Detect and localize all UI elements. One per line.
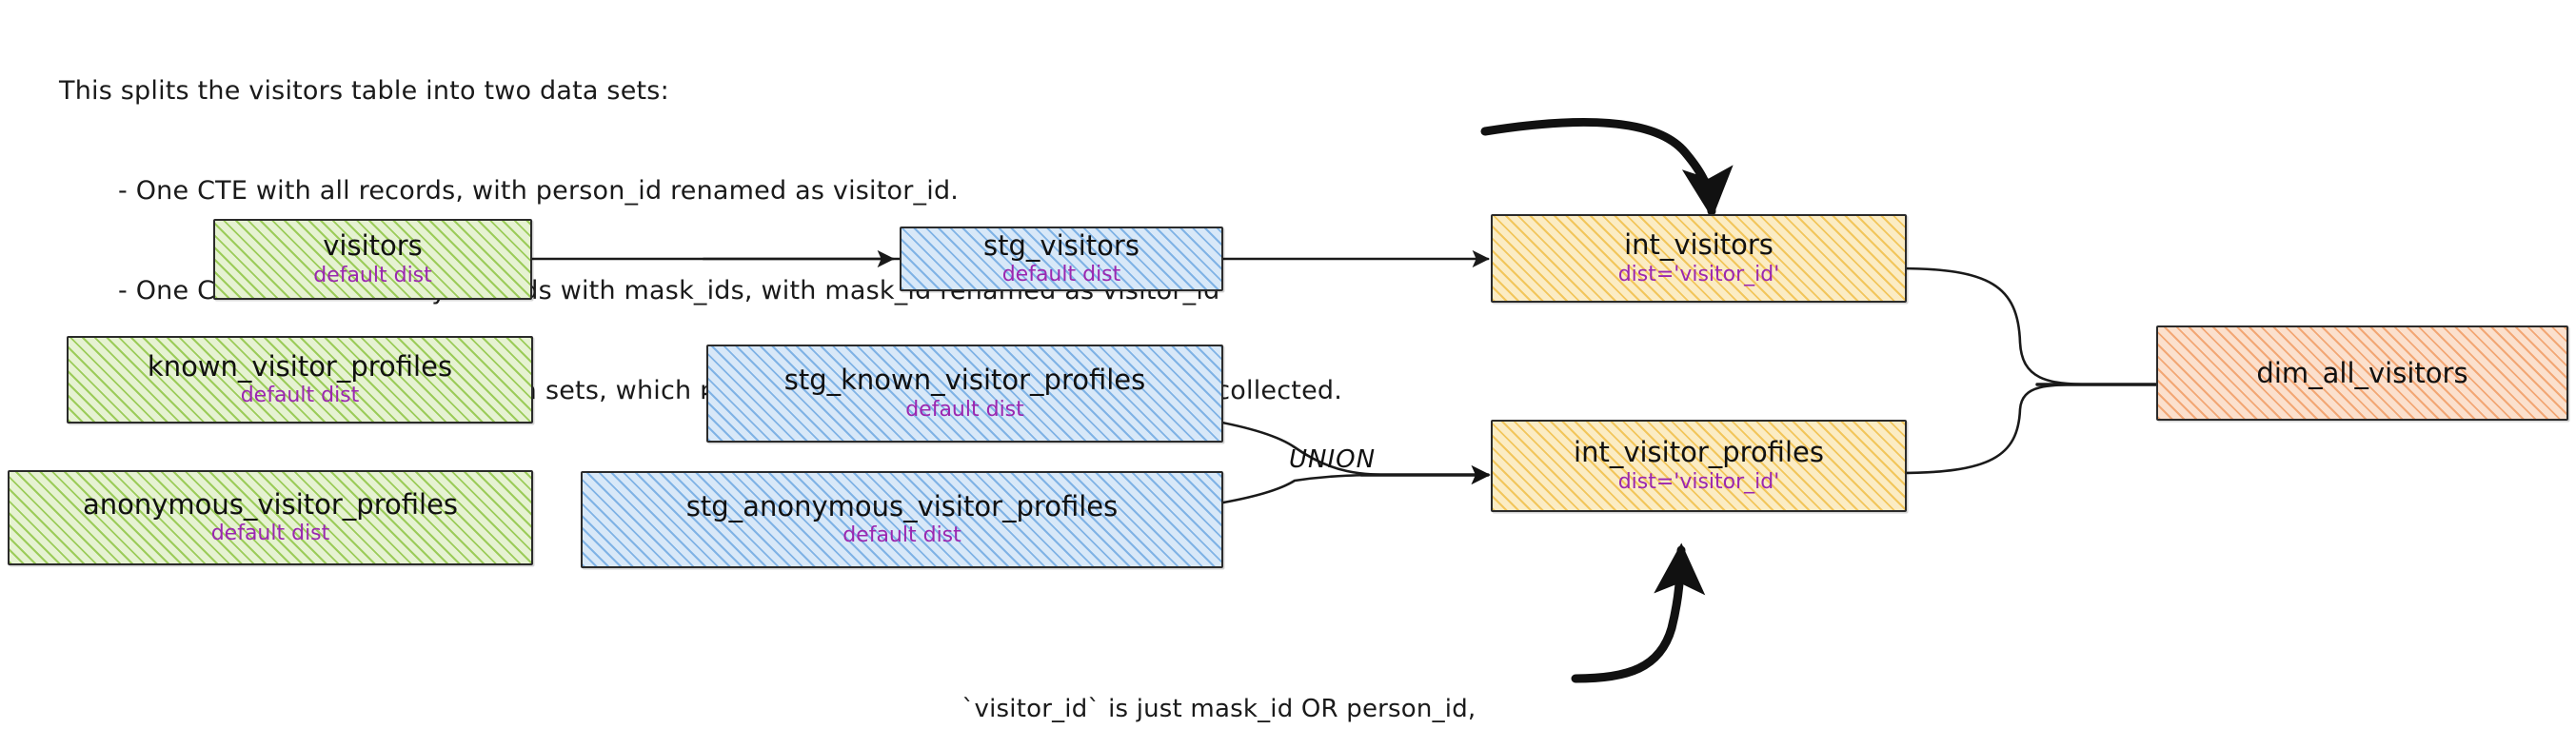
node-known-visitor-profiles-subtitle: default dist [240, 384, 360, 408]
node-stg-visitors[interactable]: stg_visitors default dist [900, 227, 1223, 291]
node-known-visitor-profiles-title: known_visitor_profiles [147, 349, 453, 383]
node-stg-known-visitor-profiles-title: stg_known_visitor_profiles [783, 364, 1146, 397]
node-visitors-subtitle: default dist [313, 263, 432, 287]
node-anonymous-visitor-profiles[interactable]: anonymous_visitor_profiles default dist [8, 470, 533, 565]
node-int-visitor-profiles-title: int_visitor_profiles [1574, 436, 1824, 469]
node-stg-anonymous-visitor-profiles-title: stg_anonymous_visitor_profiles [685, 489, 1119, 522]
edge-int-visitor-profiles-to-dim [1896, 383, 2092, 475]
intro-line-2: - One CTE with all records, with person_… [118, 176, 960, 206]
node-int-visitors[interactable]: int_visitors dist='visitor_id' [1491, 214, 1907, 303]
edge-int-visitors-to-dim [1896, 266, 2092, 386]
node-anonymous-visitor-profiles-subtitle: default dist [210, 522, 330, 546]
node-anonymous-visitor-profiles-title: anonymous_visitor_profiles [82, 487, 459, 521]
annotation-arrow-to-int-visitor-profiles [1571, 542, 1706, 683]
node-stg-anonymous-visitor-profiles-subtitle: default dist [842, 523, 961, 548]
node-dim-all-visitors-title: dim_all_visitors [2256, 356, 2468, 389]
intro-line-1: This splits the visitors table into two … [59, 76, 669, 106]
node-visitors[interactable]: visitors default dist [213, 219, 532, 300]
node-stg-visitors-title: stg_visitors [983, 228, 1139, 262]
node-known-visitor-profiles[interactable]: known_visitor_profiles default dist [67, 336, 533, 424]
node-stg-known-visitor-profiles-subtitle: default dist [905, 397, 1024, 422]
node-stg-anonymous-visitor-profiles[interactable]: stg_anonymous_visitor_profiles default d… [581, 471, 1223, 568]
node-visitors-title: visitors [323, 229, 423, 263]
bottom-line-1: `visitor_id` is just mask_id OR person_i… [961, 695, 1476, 723]
annotation-arrow-to-int-visitors [1480, 117, 1734, 219]
bottom-annotation: `visitor_id` is just mask_id OR person_i… [928, 623, 1510, 749]
node-stg-known-visitor-profiles[interactable]: stg_known_visitor_profiles default dist [706, 345, 1223, 443]
node-int-visitors-subtitle: dist='visitor_id' [1617, 262, 1780, 286]
node-stg-visitors-subtitle: default dist [1001, 263, 1121, 287]
edge-label-union: UNION [1289, 445, 1377, 474]
node-dim-all-visitors[interactable]: dim_all_visitors [2156, 325, 2568, 421]
node-int-visitor-profiles[interactable]: int_visitor_profiles dist='visitor_id' [1491, 420, 1907, 512]
node-int-visitors-title: int_visitors [1624, 228, 1773, 262]
node-int-visitor-profiles-subtitle: dist='visitor_id' [1617, 469, 1780, 494]
